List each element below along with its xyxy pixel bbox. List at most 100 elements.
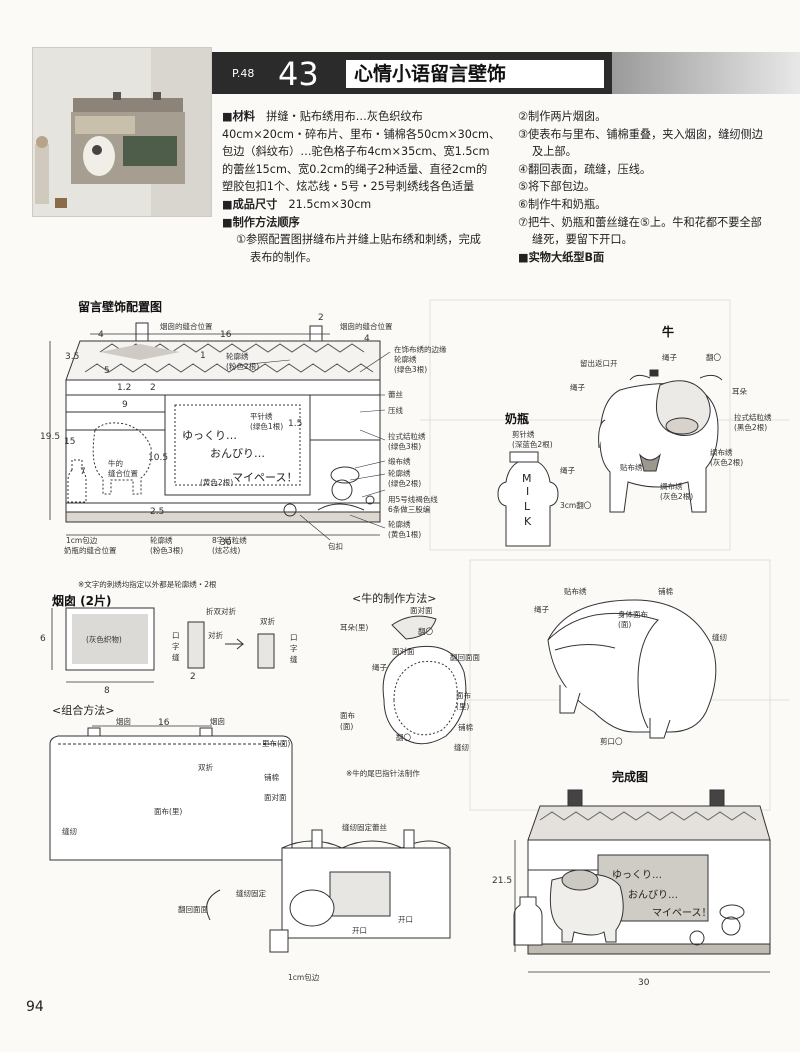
show-through-lines [420,299,790,811]
bottle-title: 奶瓶 [505,412,530,426]
assembly-label: 面对面 [264,793,287,802]
assembly-label: 缝纫 [62,827,77,836]
cow-label: 贴布绣 [620,463,643,472]
assembly-diagram [49,725,451,953]
materials-line: 的蕾丝15cm、宽0.2cm的绳子2种适量、直径2cm的 [222,162,488,176]
chimney-pos-label: 烟囱的缝合位置 [340,322,393,331]
cow-tail-note: ※牛的尾巴指针法制作 [346,769,420,778]
cow-body-label: 缝纫 [712,633,727,642]
materials-section: ■材料 拼缝・贴布绣用布…灰色织纹布 40cm×20cm・碎布片、里布・铺棉各5… [222,108,512,266]
cow-label: 留出返口开 [580,359,618,368]
bottle-letter: M [522,472,532,485]
chimney-label: 口字缝 [290,633,298,664]
pattern-note: ■实物大纸型B面 [518,250,605,264]
message-line: おんびり… [210,447,265,460]
dim-15: 15 [64,437,76,447]
outline-stitch-label: 轮廓绣 (粉色2根) [226,352,260,371]
finished-height: 21.5 [492,876,513,886]
cow-position-label: 牛的 缝合位置 [108,459,138,478]
step-line: 及上部。 [532,145,577,159]
chimney-label: 口字缝 [172,631,180,662]
embroidery-note: ※文字的刺绣均指定以外都是轮廓绣・2根 [78,580,217,589]
dim-2-5: 2.5 [150,507,165,517]
cow-method-diagram [382,599,717,745]
title-bar-gradient [612,52,800,94]
dim-19-5: 19.5 [40,432,61,442]
outline-pink-label: 轮廓绣 (粉色3根) [150,536,184,555]
step-line: ⑥制作牛和奶瓶。 [518,197,607,211]
dim-1-2: 1.2 [117,383,132,393]
piping-label: 蕾丝 [388,390,403,399]
assembly-title: <组合方法> [52,704,115,717]
figure8-knot-label: 8字结粒绣 (炫芯线) [212,536,247,555]
message-line: マイペース！ [232,471,298,484]
milk-bottle-diagram [497,451,559,547]
bottle-letter: L [524,500,531,513]
step-line: 表布的制作。 [250,250,318,264]
chimney-height: 6 [40,634,46,644]
cow-method-label: 面对面 [410,606,433,615]
step-line: ①参照配置图拼缝布片并缝上贴布绣和刺绣，完成 [236,233,481,247]
finished-message: おんびり… [628,890,678,901]
dim-16: 16 [220,330,232,340]
cow-label: 拉式结粒绣 (黑色2根) [734,413,772,432]
materials-line: 包边（斜纹布）…驼色格子布4cm×35cm、宽1.5cm [222,145,490,159]
materials-line: 40cm×20cm・碎布片、里布・铺棉各50cm×30cm、 [222,127,501,141]
dim-4: 4 [364,334,370,344]
assembly-label: 里布(面) [262,739,291,748]
message-line: ゆっくり… [182,429,237,442]
binding-label: 1cm包边 [66,536,98,545]
materials-line: 塑胶包扣1个、炫芯线・5号・25号刺绣线各色适量 [222,180,475,194]
dim-4: 4 [98,330,104,340]
dim-7: 7 [80,467,86,477]
satin-stitch-label: 缎布绣 [388,457,411,466]
cow-body-label: 身体面布 (面) [618,610,648,629]
assembly-label: 铺棉 [264,773,279,782]
cow-method-label: 面布(里) [456,691,471,711]
chimney-width: 8 [104,686,110,696]
cow-body-label: 剪口〇 [600,737,623,746]
bottle-letter: I [526,485,530,498]
cow-method-label: 翻〇 [396,733,411,742]
dim-3-5: 3.5 [65,352,80,362]
dim-2: 2 [318,313,324,323]
page-reference: P.48 [232,67,255,80]
dim-10-5: 10.5 [148,453,169,463]
bottle-label: 绳子 [560,466,575,475]
cow-label: 绸布绣 (灰色2根) [660,482,694,501]
assembly-label: 缝纫固定 [236,889,266,898]
cow-label: 绳子 [662,353,677,362]
chimney-label: 2 [190,672,196,682]
materials-label: ■材料 [222,110,255,123]
bottle-label: 3cm翻〇 [560,501,592,510]
outline-green-label: 轮廓绣 (绿色2根) [388,469,422,488]
chimney-pos-label: 烟囱的缝合位置 [160,322,213,331]
outline-yellow-label: 轮廓绣 (黄色1根) [388,520,422,539]
chimney-fabric-label: (灰色织物) [86,635,122,644]
bottle-position-label: 奶瓶的缝合位置 [64,546,117,555]
step-line: ②制作两片烟囱。 [518,110,607,123]
cow-method-label: 翻回面面 [450,653,480,662]
chimney-title: 烟囱 (2片) [52,594,112,608]
chimney-label: 对折 [208,631,223,640]
layout-diagram-title: 留言壁饰配置图 [78,300,163,314]
size-label: ■成品尺寸 [222,197,278,211]
step-line: ③使表布与里布、铺棉重叠，夹入烟囱，缝纫侧边 [518,127,763,141]
braid-label: 用5号线褐色线 6条做三股编 [388,495,438,514]
steps-section: ②制作两片烟囱。 ③使表布与里布、铺棉重叠，夹入烟囱，缝纫侧边 及上部。 ④翻回… [518,108,798,266]
cow-body-label: 贴布绣 [564,587,587,596]
step-line: ⑤将下部包边。 [518,180,596,194]
assembly-label: 开口 [352,926,367,935]
cow-method-label: 耳朵(里) [340,623,369,632]
assembly-label: 缝纫固定蕾丝 [342,823,387,832]
finished-diagram [513,789,771,973]
button-label: 包扣 [328,542,343,551]
step-line: 缝死，要留下开口。 [532,233,633,247]
chimney-label: 双折 [260,617,275,626]
quilt-label: 压线 [388,406,403,415]
running-stitch-label: 平针绣 (绿色1根) [250,412,284,431]
bottle-label: 剪针绣 (深蓝色2根) [512,430,553,449]
finished-message: マイペース！ [652,908,712,919]
project-title: 心情小语留言壁饰 [346,60,604,88]
